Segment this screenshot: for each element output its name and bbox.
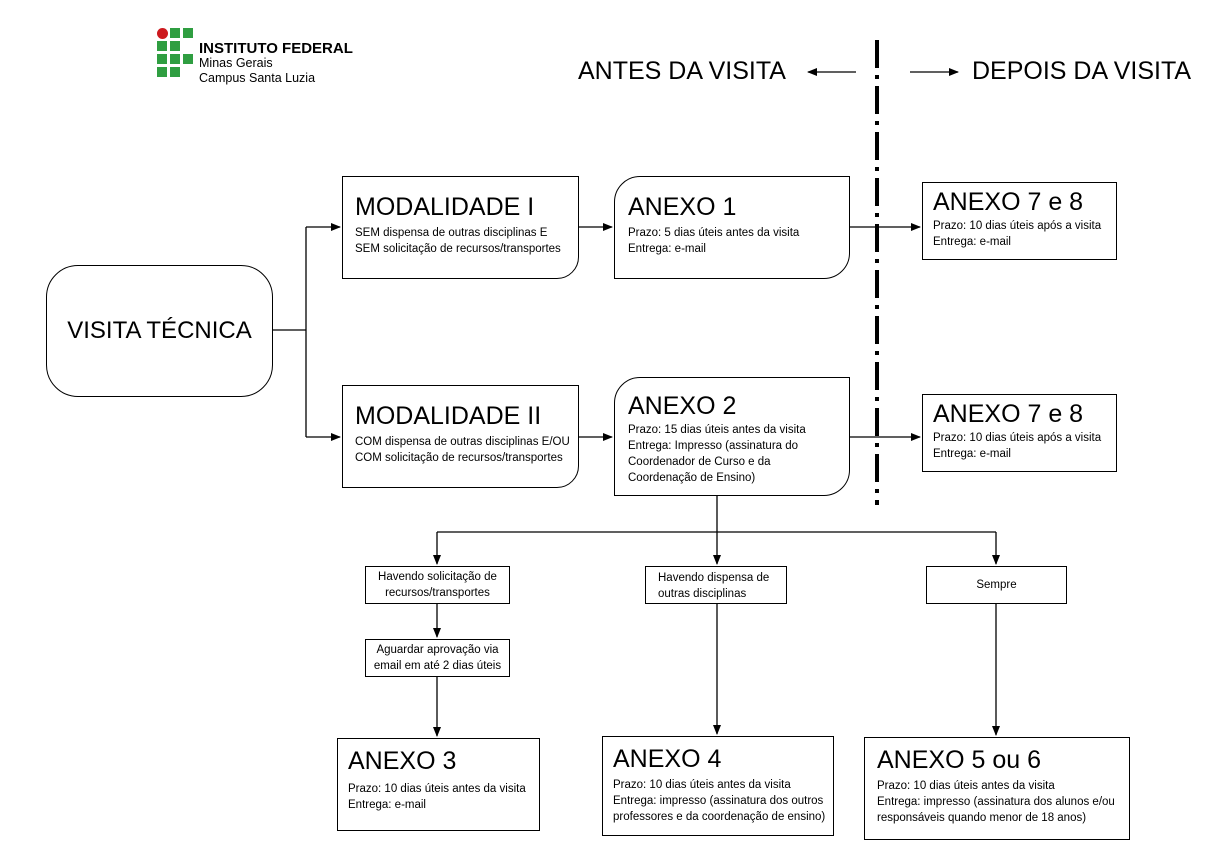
node-title: ANEXO 7 e 8: [933, 400, 1084, 428]
condition-text: Havendo solicitação de: [378, 571, 497, 583]
logo-square: [170, 41, 180, 51]
logo-square: [170, 67, 180, 77]
node-text: Aguardar aprovação via: [376, 644, 499, 656]
node-text: Coordenador de Curso e da: [628, 456, 771, 468]
node-text: Entrega: Impresso (assinatura do: [628, 440, 799, 452]
logo-square: [170, 54, 180, 64]
node-title: ANEXO 1: [628, 193, 737, 221]
node-title: ANEXO 4: [613, 745, 722, 773]
node-text: Prazo: 10 dias úteis após a visita: [933, 432, 1102, 444]
node-text: Entrega: e-mail: [933, 236, 1011, 248]
node-text: Entrega: e-mail: [628, 243, 706, 255]
node-text: SEM solicitação de recursos/transportes: [355, 243, 561, 255]
condition-dispensa: Havendo dispensa de outras disciplinas: [645, 566, 787, 604]
node-anexo-2: ANEXO 2 Prazo: 15 dias úteis antes da vi…: [614, 377, 850, 496]
logo-campus: Campus Santa Luzia: [199, 71, 316, 85]
condition-text: Havendo dispensa de: [658, 571, 770, 584]
edge-root-split: [272, 227, 307, 437]
condition-sempre: Sempre: [926, 566, 1067, 604]
logo-square: [157, 41, 167, 51]
node-title: MODALIDADE I: [355, 193, 535, 221]
logo-square: [157, 54, 167, 64]
condition-text: outras disciplinas: [658, 587, 747, 600]
node-anexo-1: ANEXO 1 Prazo: 5 dias úteis antes da vis…: [614, 176, 850, 279]
node-text: Prazo: 10 dias úteis após a visita: [933, 220, 1102, 232]
header-before: ANTES DA VISITA: [578, 57, 786, 85]
node-text: Entrega: e-mail: [933, 448, 1011, 460]
header-after: DEPOIS DA VISITA: [972, 57, 1192, 85]
node-title: ANEXO 5 ou 6: [877, 746, 1041, 774]
node-text: Entrega: impresso (assinatura dos alunos…: [877, 796, 1115, 808]
node-text: Entrega: e-mail: [348, 799, 426, 811]
node-anexo-3: ANEXO 3 Prazo: 10 dias úteis antes da vi…: [337, 738, 540, 831]
node-anexo-4: ANEXO 4 Prazo: 10 dias úteis antes da vi…: [602, 736, 834, 836]
node-title: VISITA TÉCNICA: [67, 317, 252, 344]
node-text: email em até 2 dias úteis: [373, 660, 502, 672]
node-aguardar-aprovacao: Aguardar aprovação via email em até 2 di…: [365, 639, 510, 677]
condition-text: recursos/transportes: [385, 587, 490, 599]
node-visita-tecnica: VISITA TÉCNICA: [46, 265, 273, 397]
edge-anexo2-branch: [437, 496, 996, 533]
node-anexo-7-8-modalidade-2: ANEXO 7 e 8 Prazo: 10 dias úteis após a …: [922, 394, 1117, 472]
node-anexo-5-ou-6: ANEXO 5 ou 6 Prazo: 10 dias úteis antes …: [864, 737, 1130, 840]
node-text: COM dispensa de outras disciplinas E/OU: [355, 436, 570, 448]
node-modalidade-1: MODALIDADE I SEM dispensa de outras disc…: [342, 176, 579, 279]
logo-square: [183, 54, 193, 64]
node-text: SEM dispensa de outras disciplinas E: [355, 227, 548, 239]
node-text: professores e da coordenação de ensino): [613, 811, 826, 823]
node-title: ANEXO 3: [348, 747, 457, 775]
node-text: Prazo: 10 dias úteis antes da visita: [613, 779, 791, 791]
node-text: Prazo: 10 dias úteis antes da visita: [348, 783, 526, 795]
logo-square: [183, 28, 193, 38]
node-text: Coordenação de Ensino): [628, 472, 756, 484]
node-title: ANEXO 2: [628, 392, 737, 420]
node-text: Prazo: 10 dias úteis antes da visita: [877, 780, 1055, 792]
node-text: Entrega: impresso (assinatura dos outros: [613, 795, 824, 807]
logo-square: [157, 67, 167, 77]
node-text: Prazo: 5 dias úteis antes da visita: [628, 227, 800, 239]
node-title: MODALIDADE II: [355, 402, 542, 430]
logo-text: INSTITUTO FEDERAL Minas Gerais Campus Sa…: [199, 41, 353, 86]
node-text: COM solicitação de recursos/transportes: [355, 452, 563, 464]
condition-text: Sempre: [976, 579, 1017, 591]
logo-square: [170, 28, 180, 38]
logo-institution: INSTITUTO FEDERAL: [199, 40, 353, 57]
logo-state: Minas Gerais: [199, 56, 273, 70]
node-anexo-7-8-modalidade-1: ANEXO 7 e 8 Prazo: 10 dias úteis após a …: [922, 182, 1117, 260]
node-modalidade-2: MODALIDADE II COM dispensa de outras dis…: [342, 385, 579, 488]
node-text: Prazo: 15 dias úteis antes da visita: [628, 424, 806, 436]
condition-recursos: Havendo solicitação de recursos/transpor…: [365, 566, 510, 604]
node-text: responsáveis quando menor de 18 anos): [877, 812, 1087, 824]
logo-dot-red: [157, 28, 168, 39]
node-title: ANEXO 7 e 8: [933, 188, 1084, 216]
